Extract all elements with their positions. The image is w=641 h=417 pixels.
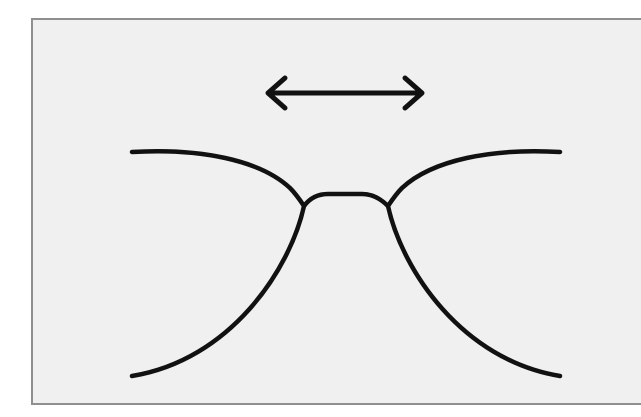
left-rim-inner — [132, 206, 304, 376]
right-rim-top — [388, 151, 560, 206]
eyeglass-frame-icon — [132, 151, 560, 376]
double-arrow-icon — [268, 78, 422, 108]
right-rim-inner — [388, 206, 560, 376]
left-rim-top — [132, 151, 304, 206]
bridge — [304, 194, 388, 206]
